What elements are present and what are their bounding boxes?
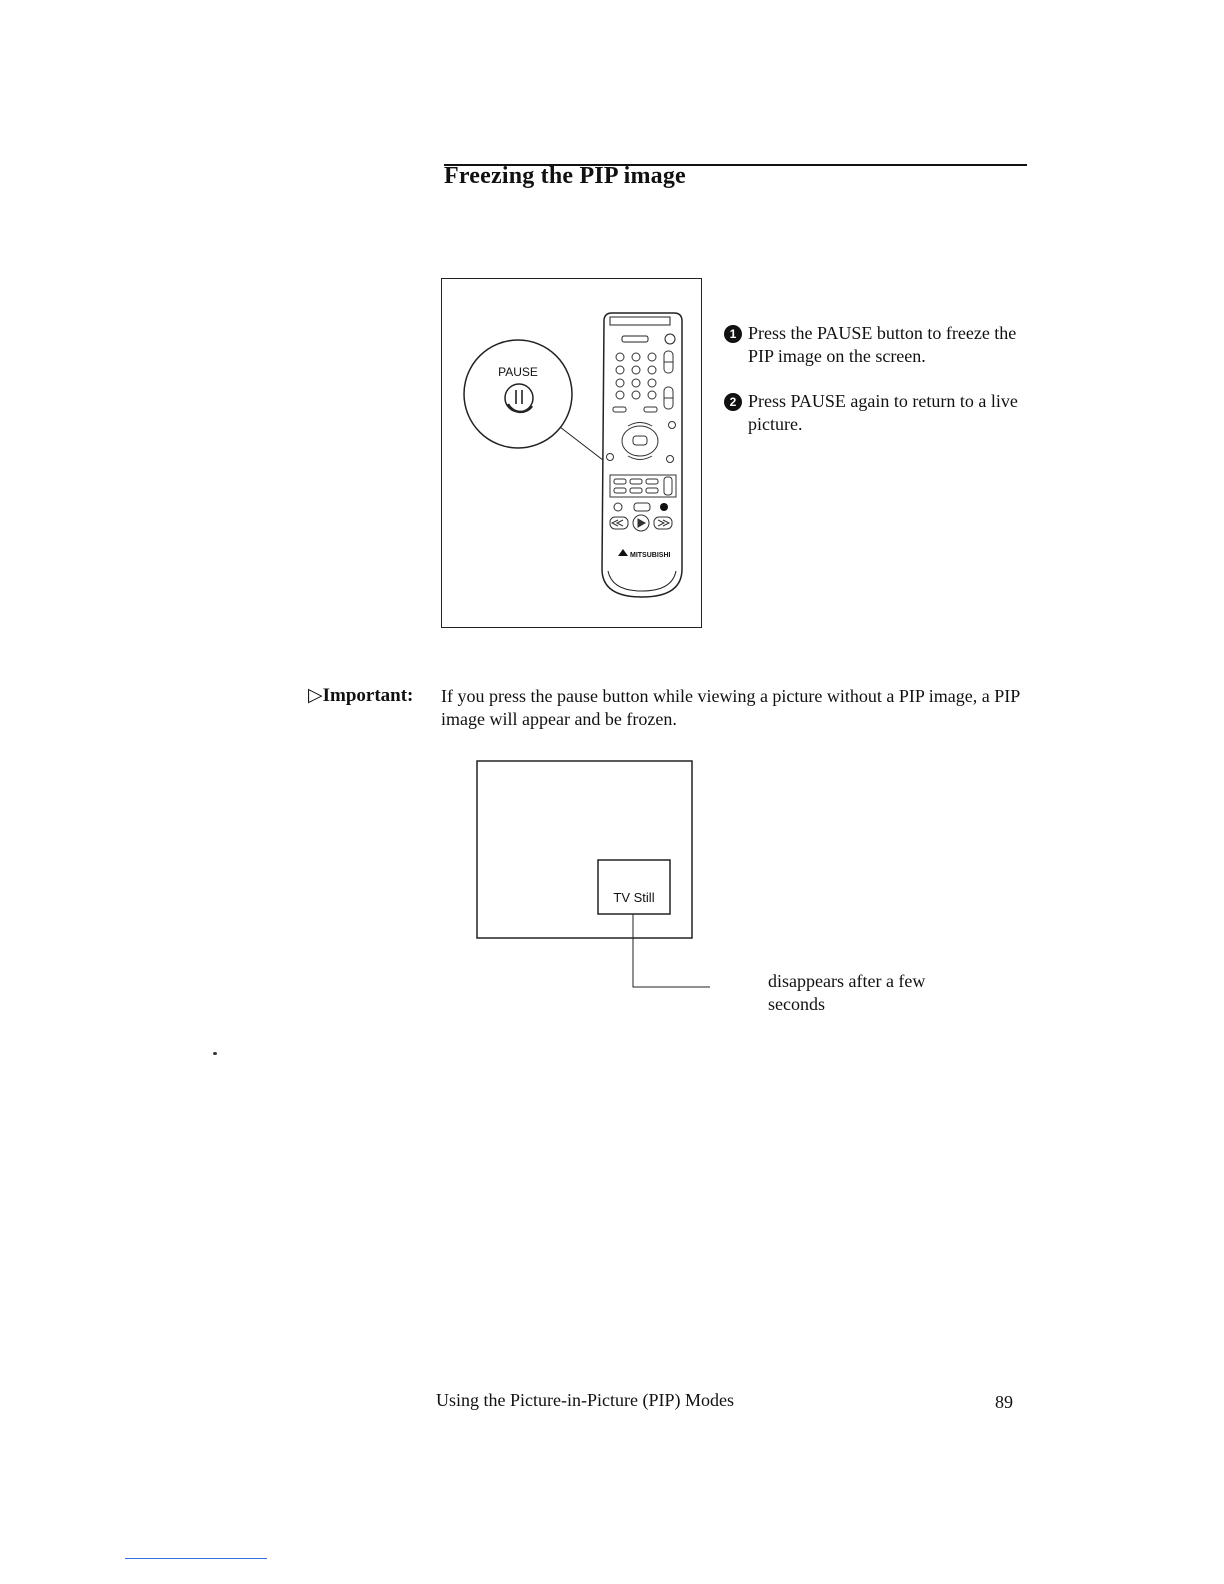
pip-still-diagram: TV Still	[470, 756, 763, 1026]
important-label: ▷Important:	[308, 685, 414, 706]
step-1-text: Press the PAUSE button to freeze the PIP…	[748, 323, 1017, 366]
pip-caption: disappears after a few seconds	[768, 971, 926, 1014]
page-number: 89	[995, 1392, 1013, 1412]
remote-drawing: PAUSE	[463, 312, 683, 598]
step-1: 1 Press the PAUSE button to freeze the P…	[724, 322, 1034, 368]
step-1-number: 1	[724, 325, 742, 343]
pause-button-icon	[504, 383, 534, 414]
step-2-text: Press PAUSE again to return to a live pi…	[748, 391, 1018, 434]
important-text: If you press the pause button while view…	[441, 686, 1020, 729]
page-title: Freezing the PIP image	[444, 163, 686, 189]
scan-speck	[213, 1052, 217, 1055]
step-2: 2 Press PAUSE again to return to a live …	[724, 390, 1034, 436]
footer-section-title: Using the Picture-in-Picture (PIP) Modes	[436, 1390, 734, 1410]
step-2-number: 2	[724, 393, 742, 411]
title-rule	[444, 164, 1027, 166]
pause-callout: PAUSE	[463, 339, 573, 449]
instruction-steps: 1 Press the PAUSE button to freeze the P…	[724, 322, 1034, 458]
remote-control-icon: MITSUBISHI	[601, 312, 683, 598]
remote-brand-logo: MITSUBISHI	[630, 552, 671, 559]
bottom-edge-line	[125, 1558, 267, 1559]
pip-still-label: TV Still	[613, 890, 654, 905]
pause-callout-label: PAUSE	[498, 365, 538, 379]
pip-still-drawing: TV Still	[476, 760, 763, 988]
remote-illustration: PAUSE	[441, 278, 702, 628]
pip-window	[597, 859, 671, 915]
